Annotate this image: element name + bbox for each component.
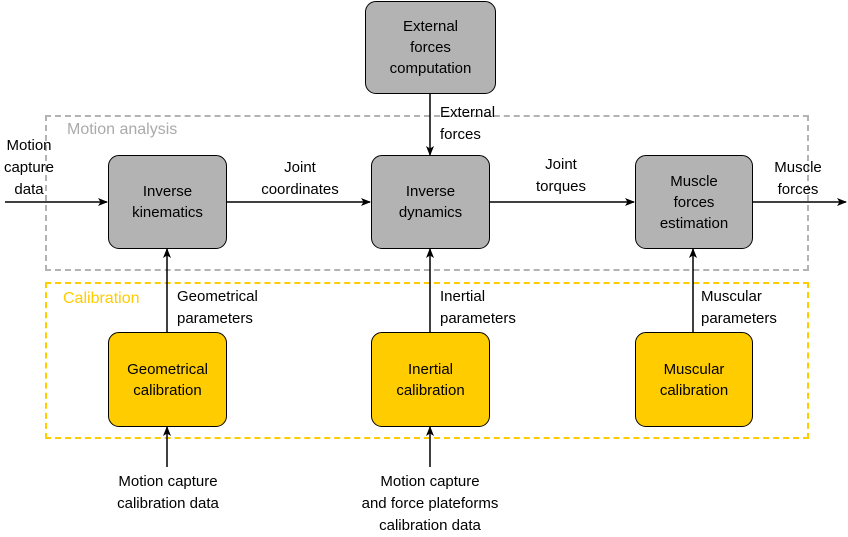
calibration-label: Calibration [63,290,140,307]
motion-analysis-region [45,115,809,271]
geometrical-parameters-label: Geometrical parameters [177,288,258,327]
joint-torques-label: Joint torques [535,156,587,195]
muscle-forces-estimation-box: Muscle forces estimation [635,155,753,249]
inverse-dynamics-box: Inverse dynamics [371,155,490,249]
muscle-forces-label: Muscle forces [774,159,822,198]
motion-capture-calibration-data-label: Motion capture calibration data [117,473,219,512]
muscular-calibration-box: Muscular calibration [635,332,753,427]
calibration-region [45,282,809,439]
external-forces-computation-box: External forces computation [365,1,496,94]
muscular-parameters-label: Muscular parameters [701,288,777,327]
motion-capture-data-label: Motion capture data [3,137,55,198]
inertial-parameters-label: Inertial parameters [440,288,516,327]
motion-analysis-label: Motion analysis [67,121,178,138]
inertial-calibration-box: Inertial calibration [371,332,490,427]
geometrical-calibration-box: Geometrical calibration [108,332,227,427]
joint-coordinates-label: Joint coordinates [261,159,339,198]
force-plateforms-calibration-data-label: Motion capture and force plateforms cali… [361,473,499,534]
inverse-kinematics-box: Inverse kinematics [108,155,227,249]
external-forces-label: External forces [440,104,496,143]
